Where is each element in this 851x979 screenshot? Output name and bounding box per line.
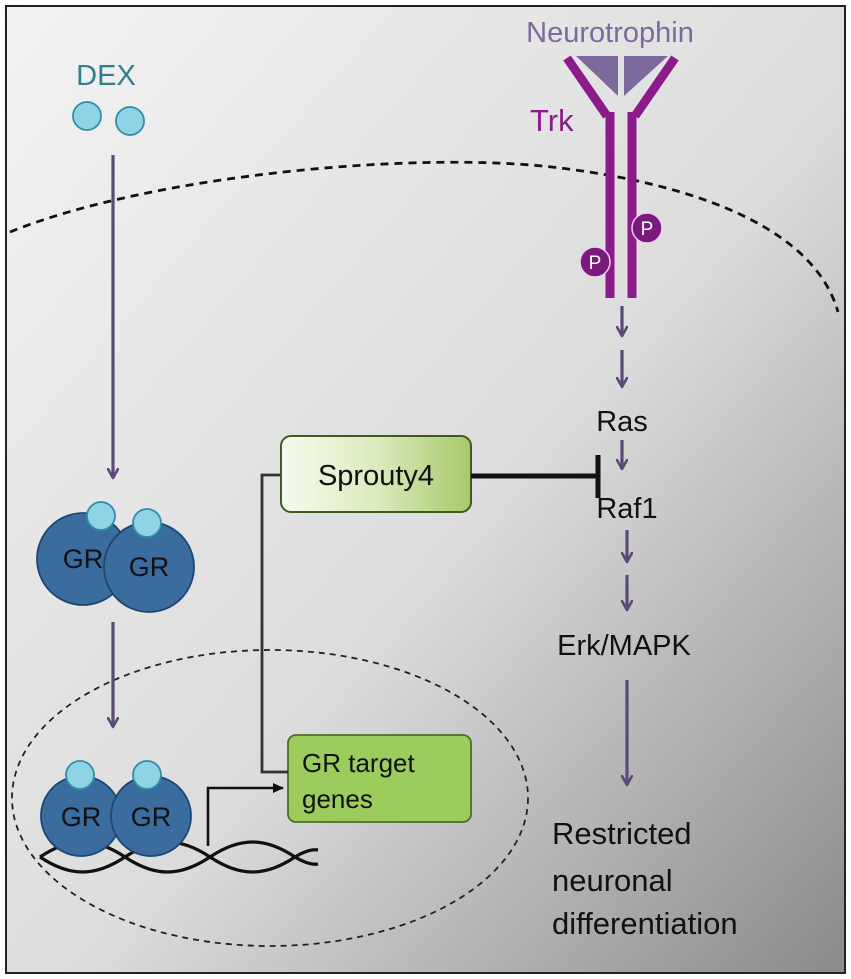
- phospho-site: [579, 246, 611, 278]
- ras-label: Ras: [596, 406, 648, 438]
- trk-receptor: [563, 55, 679, 298]
- phospho-label: P: [641, 219, 654, 240]
- gr-dimer-cytoplasm: GR GR: [36, 501, 195, 613]
- gr-target-label: genes: [302, 784, 373, 814]
- neurotrophin-ligand: [576, 56, 618, 96]
- outcome-label: Restricted: [552, 816, 692, 851]
- nucleus: [11, 649, 529, 947]
- erk-mapk-label: Erk/MAPK: [557, 630, 691, 662]
- dex-ligand: [132, 760, 162, 790]
- gene-to-sprouty4-connector: [260, 473, 288, 774]
- phospho-label: P: [589, 253, 602, 274]
- dex-label: DEX: [76, 60, 136, 92]
- sprouty4-label: Sprouty4: [318, 460, 434, 492]
- cell-membrane: [9, 160, 840, 313]
- trk-label: Trk: [530, 103, 574, 138]
- transcription-arrow: [206, 783, 284, 846]
- dex-ligand: [132, 508, 162, 538]
- dex-ligand: [86, 501, 116, 531]
- dex-ligand: [115, 106, 145, 136]
- gr-dimer-nucleus: GR GR: [40, 760, 192, 857]
- gr-target-genes-box: [287, 734, 472, 823]
- dex-ligand: [72, 101, 102, 131]
- neurotrophin-label: Neurotrophin: [526, 17, 694, 49]
- gr-target-label: GR target: [302, 748, 415, 778]
- outcome-label: neuronal: [552, 863, 673, 898]
- phospho-site: [631, 212, 663, 244]
- dex-ligand: [65, 760, 95, 790]
- gr-label: GR: [61, 802, 102, 832]
- neurotrophin-ligand: [624, 56, 668, 96]
- outcome-label: differentiation: [552, 906, 738, 941]
- gr-label: GR: [131, 802, 172, 832]
- raf1-label: Raf1: [596, 493, 657, 525]
- gr-label: GR: [63, 544, 104, 574]
- gr-label: GR: [129, 552, 170, 582]
